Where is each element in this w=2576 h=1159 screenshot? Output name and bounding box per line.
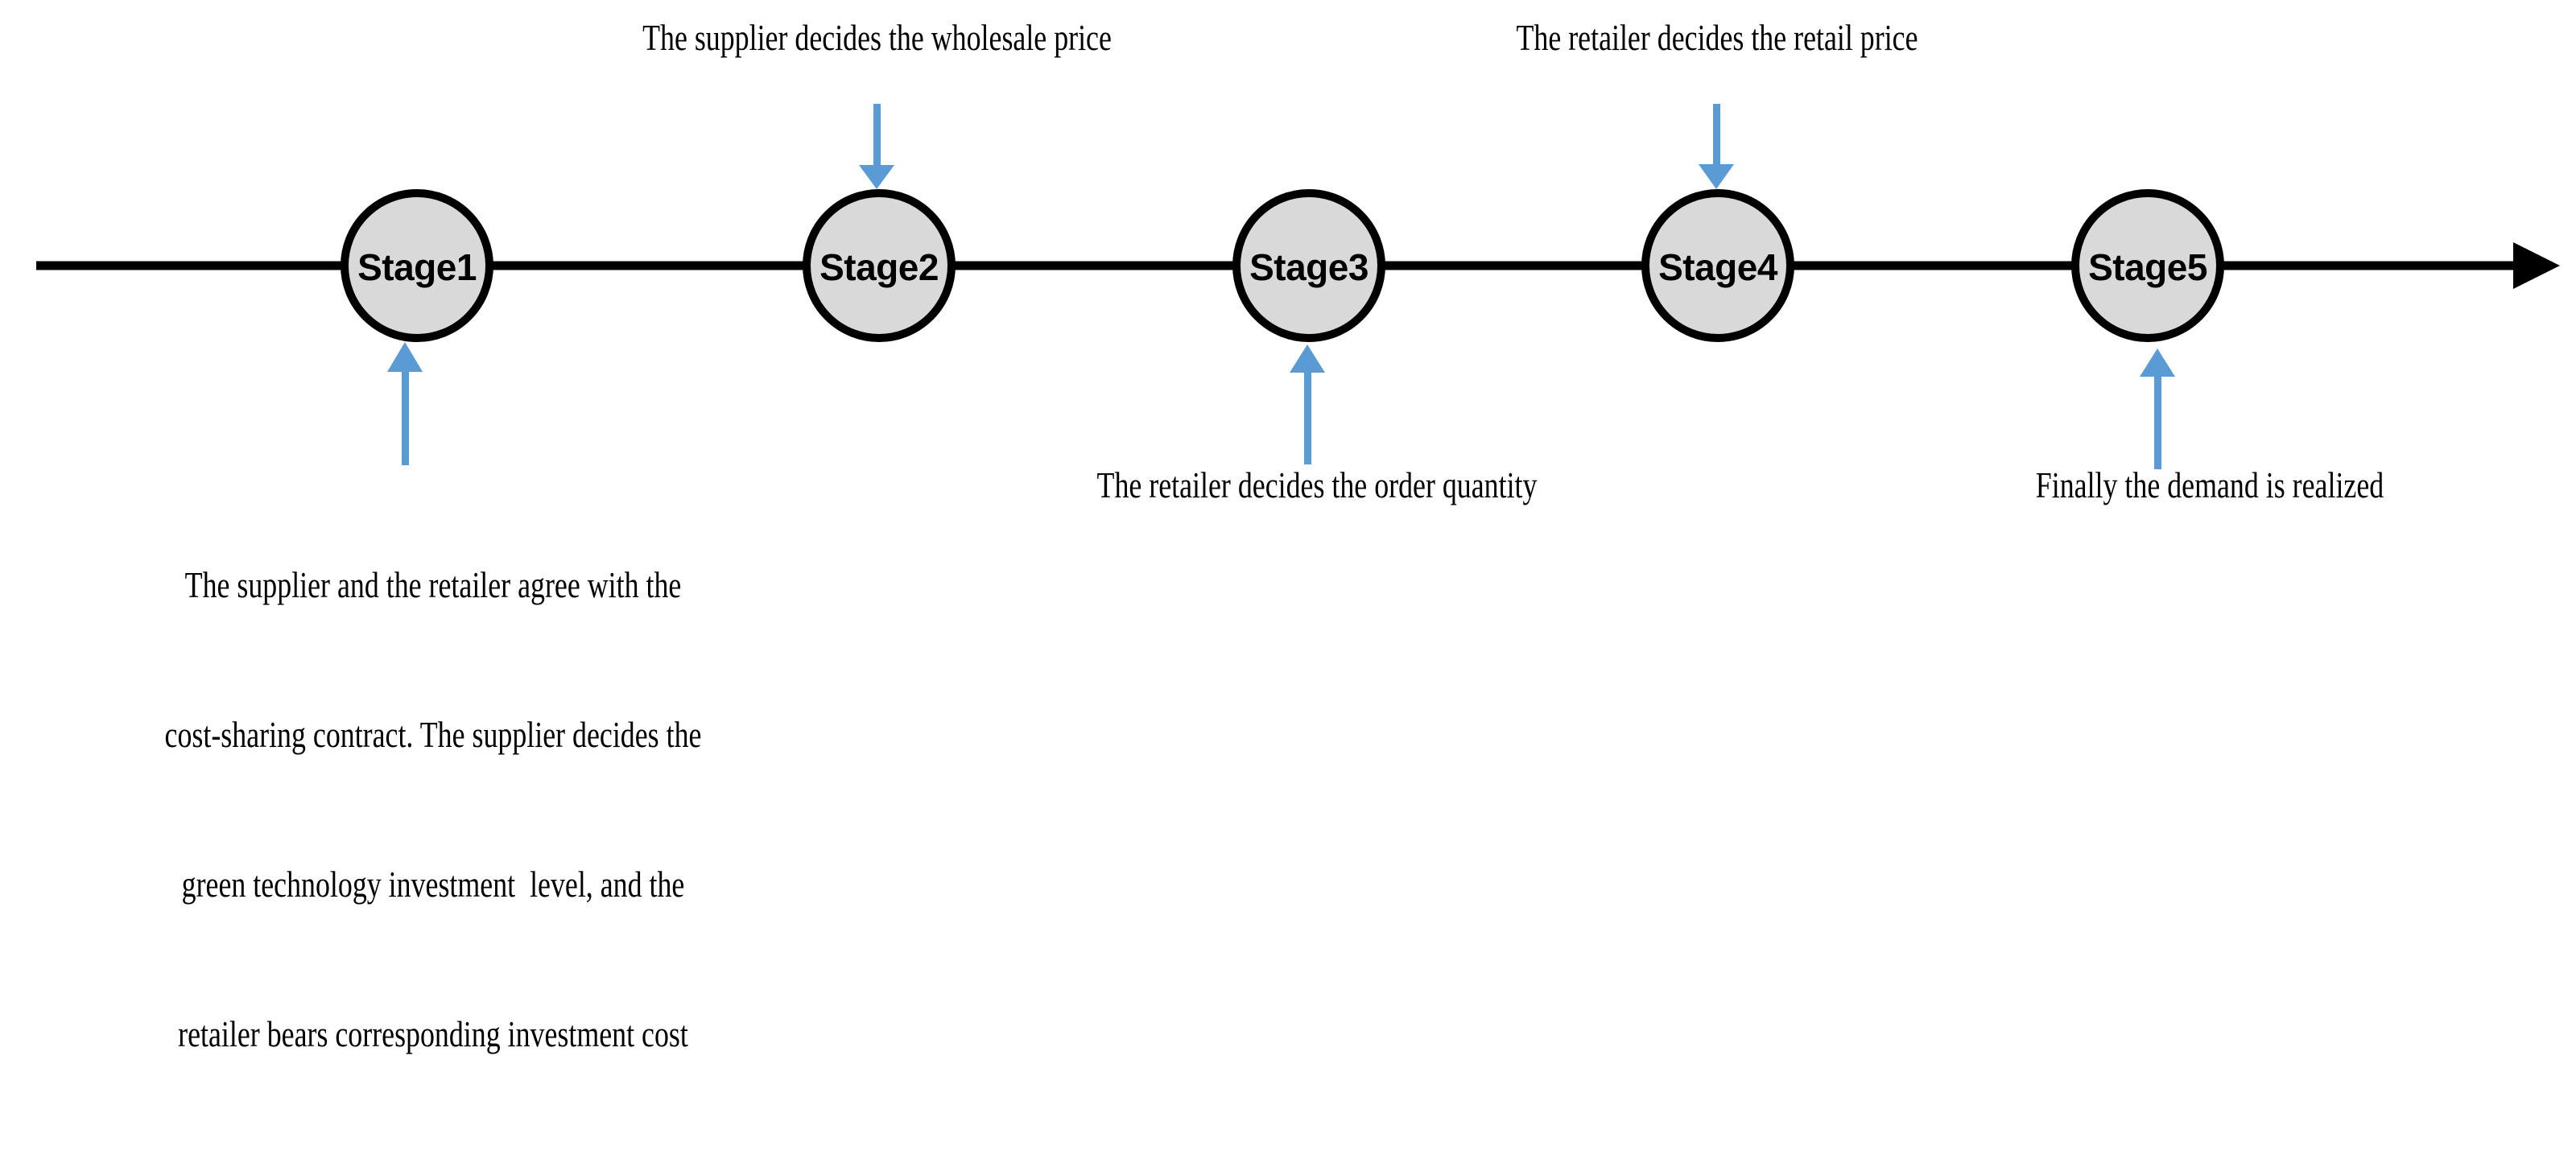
callout-arrow-stage-2-head-icon xyxy=(859,165,894,189)
callout-text-stage-1: The supplier and the retailer agree with… xyxy=(56,460,810,1159)
stage-node-4-label: Stage4 xyxy=(1658,246,1777,288)
stage-node-1[interactable] xyxy=(341,189,493,342)
callout-arrow-stage-1-shaft xyxy=(402,369,409,465)
callout-arrow-stage-5 xyxy=(2140,349,2175,469)
callout-text-stage-4: The retailer decides the retail price xyxy=(1516,17,1918,58)
callout-arrow-stage-1-head-icon xyxy=(387,342,423,372)
timeline-diagram xyxy=(36,104,2560,469)
callout-arrow-stage-1 xyxy=(387,342,423,465)
stage-node-1-label: Stage1 xyxy=(357,246,477,288)
callout-text-stage-1-line-3: green technology investment level, and t… xyxy=(181,864,685,905)
stage-node-5[interactable] xyxy=(2071,189,2224,342)
callout-arrow-stage-5-head-icon xyxy=(2140,349,2175,377)
time-axis-arrowhead-icon xyxy=(2513,242,2560,289)
stage-node-2-label: Stage2 xyxy=(819,246,939,288)
stage-node-4[interactable] xyxy=(1641,189,1794,342)
stage-node-3[interactable] xyxy=(1232,189,1385,342)
callout-arrow-stage-4-head-icon xyxy=(1699,164,1734,189)
callout-text-stage-1-line-2: cost-sharing contract. The supplier deci… xyxy=(164,714,702,755)
callout-text-stage-1-line-1: The supplier and the retailer agree with… xyxy=(184,564,682,605)
callout-arrow-stage-2 xyxy=(859,104,894,189)
stage-node-5-label: Stage5 xyxy=(2088,246,2207,288)
diagram-canvas: Stage1 Stage2 Stage3 Stage4 Stage5 The s… xyxy=(36,17,2560,1054)
stage-node-3-label: Stage3 xyxy=(1249,246,1368,288)
callout-arrow-stage-4-shaft xyxy=(1713,104,1720,167)
stage-node-2[interactable] xyxy=(803,189,956,342)
callout-arrow-stage-2-shaft xyxy=(873,104,881,168)
callout-text-stage-1-line-4: retailer bears corresponding investment … xyxy=(178,1013,688,1054)
callout-text-stage-5: Finally the demand is realized xyxy=(2035,464,2384,505)
callout-arrow-stage-3-shaft xyxy=(1304,369,1311,464)
callout-text-stage-2: The supplier decides the wholesale price xyxy=(642,17,1112,58)
callout-arrow-stage-5-shaft xyxy=(2154,373,2161,469)
callout-arrow-stage-3 xyxy=(1290,344,1325,464)
callout-arrow-stage-3-head-icon xyxy=(1290,344,1325,373)
callout-arrow-stage-4 xyxy=(1699,104,1734,189)
callout-text-stage-3: The retailer decides the order quantity xyxy=(1096,464,1538,505)
